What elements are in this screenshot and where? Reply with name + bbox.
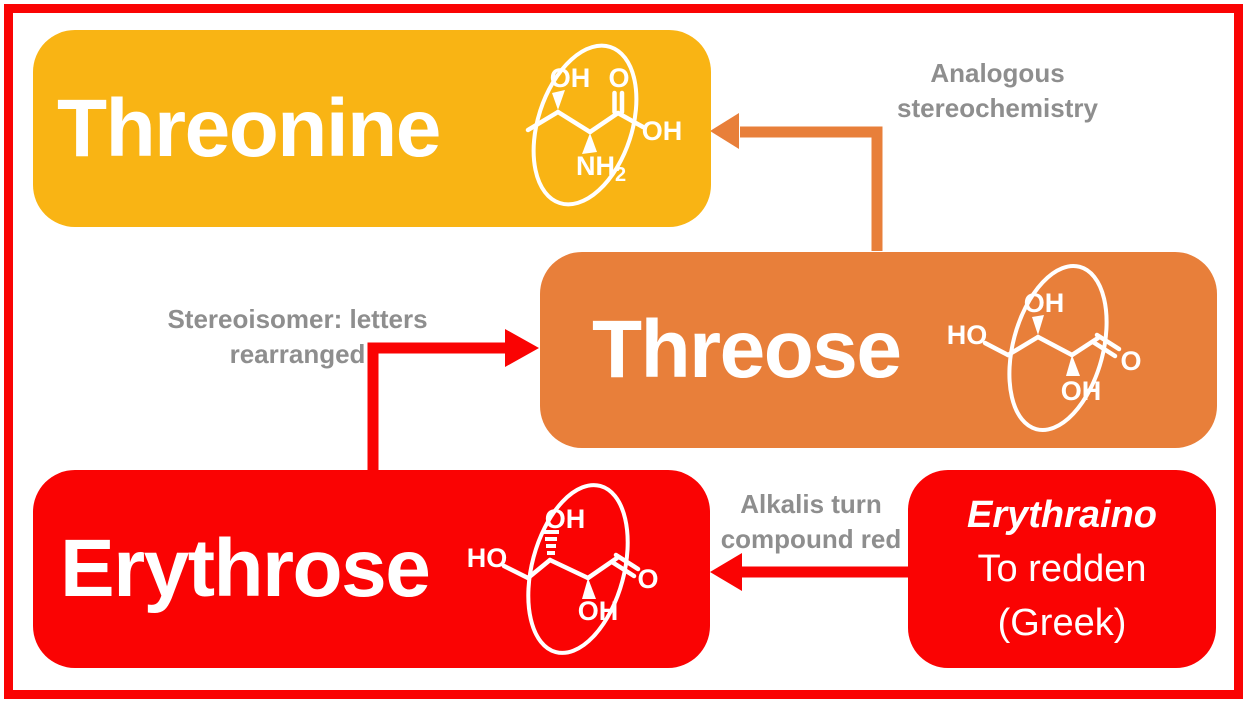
ho-label: HO: [947, 320, 988, 350]
ho-label: HO: [467, 543, 508, 573]
stereoisomer-annotation: Stereoisomer: letters rearranged: [145, 302, 450, 372]
oh-right-label: OH: [642, 116, 683, 146]
nh2-label: NH2: [576, 151, 626, 186]
annotation-line: rearranged: [229, 339, 366, 369]
oh-top-label: OH: [1024, 288, 1065, 318]
annotation-line: Alkalis turn: [740, 489, 882, 519]
o-label: O: [637, 564, 658, 594]
red-border-frame: [4, 4, 1243, 699]
annotation-line: compound red: [720, 524, 902, 554]
o-label: O: [608, 63, 629, 93]
oh-top-label: OH: [545, 504, 586, 534]
erythrose-label: Erythrose: [60, 523, 431, 614]
annotation-line: Analogous: [930, 58, 1065, 88]
annotation-line: Stereoisomer: letters: [167, 304, 428, 334]
erythraino-box: Erythraino To redden (Greek): [908, 470, 1216, 668]
oh-bottom-label: OH: [1061, 376, 1102, 406]
erythraino-word: Erythraino: [966, 494, 1158, 536]
erythrose-structure-icon: HO OH OH O: [467, 483, 659, 655]
threonine-label: Threonine: [57, 82, 441, 174]
oh-top-label: OH: [550, 63, 591, 93]
alkalis-annotation: Alkalis turn compound red: [710, 487, 912, 557]
oh-bottom-label: OH: [578, 596, 619, 626]
threose-label: Threose: [592, 304, 902, 395]
erythraino-language: (Greek): [997, 602, 1127, 644]
threose-structure-icon: HO OH OH O: [947, 264, 1142, 432]
o-label: O: [1120, 346, 1141, 376]
erythraino-meaning: To redden: [977, 548, 1147, 590]
analogous-stereochemistry-annotation: Analogous stereochemistry: [845, 56, 1150, 126]
annotation-line: stereochemistry: [897, 93, 1098, 123]
threonine-structure-icon: OH O OH NH2: [525, 43, 683, 207]
